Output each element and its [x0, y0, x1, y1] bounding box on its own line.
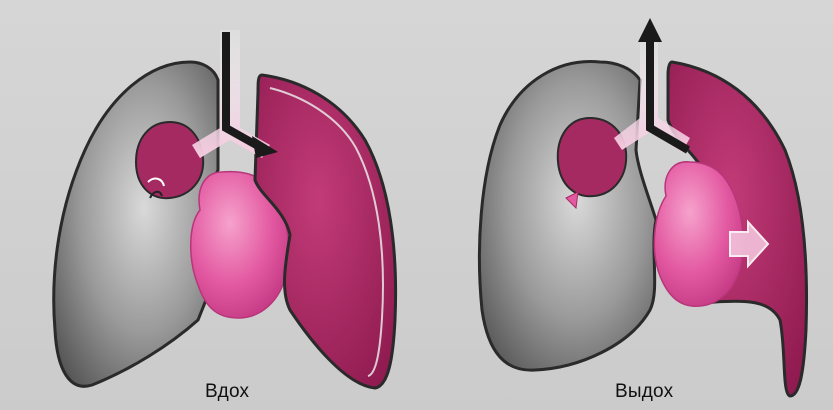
- caption-exhale: Выдох: [615, 381, 673, 403]
- pink-lobe: [558, 118, 626, 196]
- gray-lung: [479, 62, 656, 371]
- caption-inhale: Вдох: [205, 381, 249, 403]
- exhale-panel: [479, 18, 806, 396]
- pink-lobe: [136, 122, 203, 198]
- inhale-panel: [54, 30, 396, 388]
